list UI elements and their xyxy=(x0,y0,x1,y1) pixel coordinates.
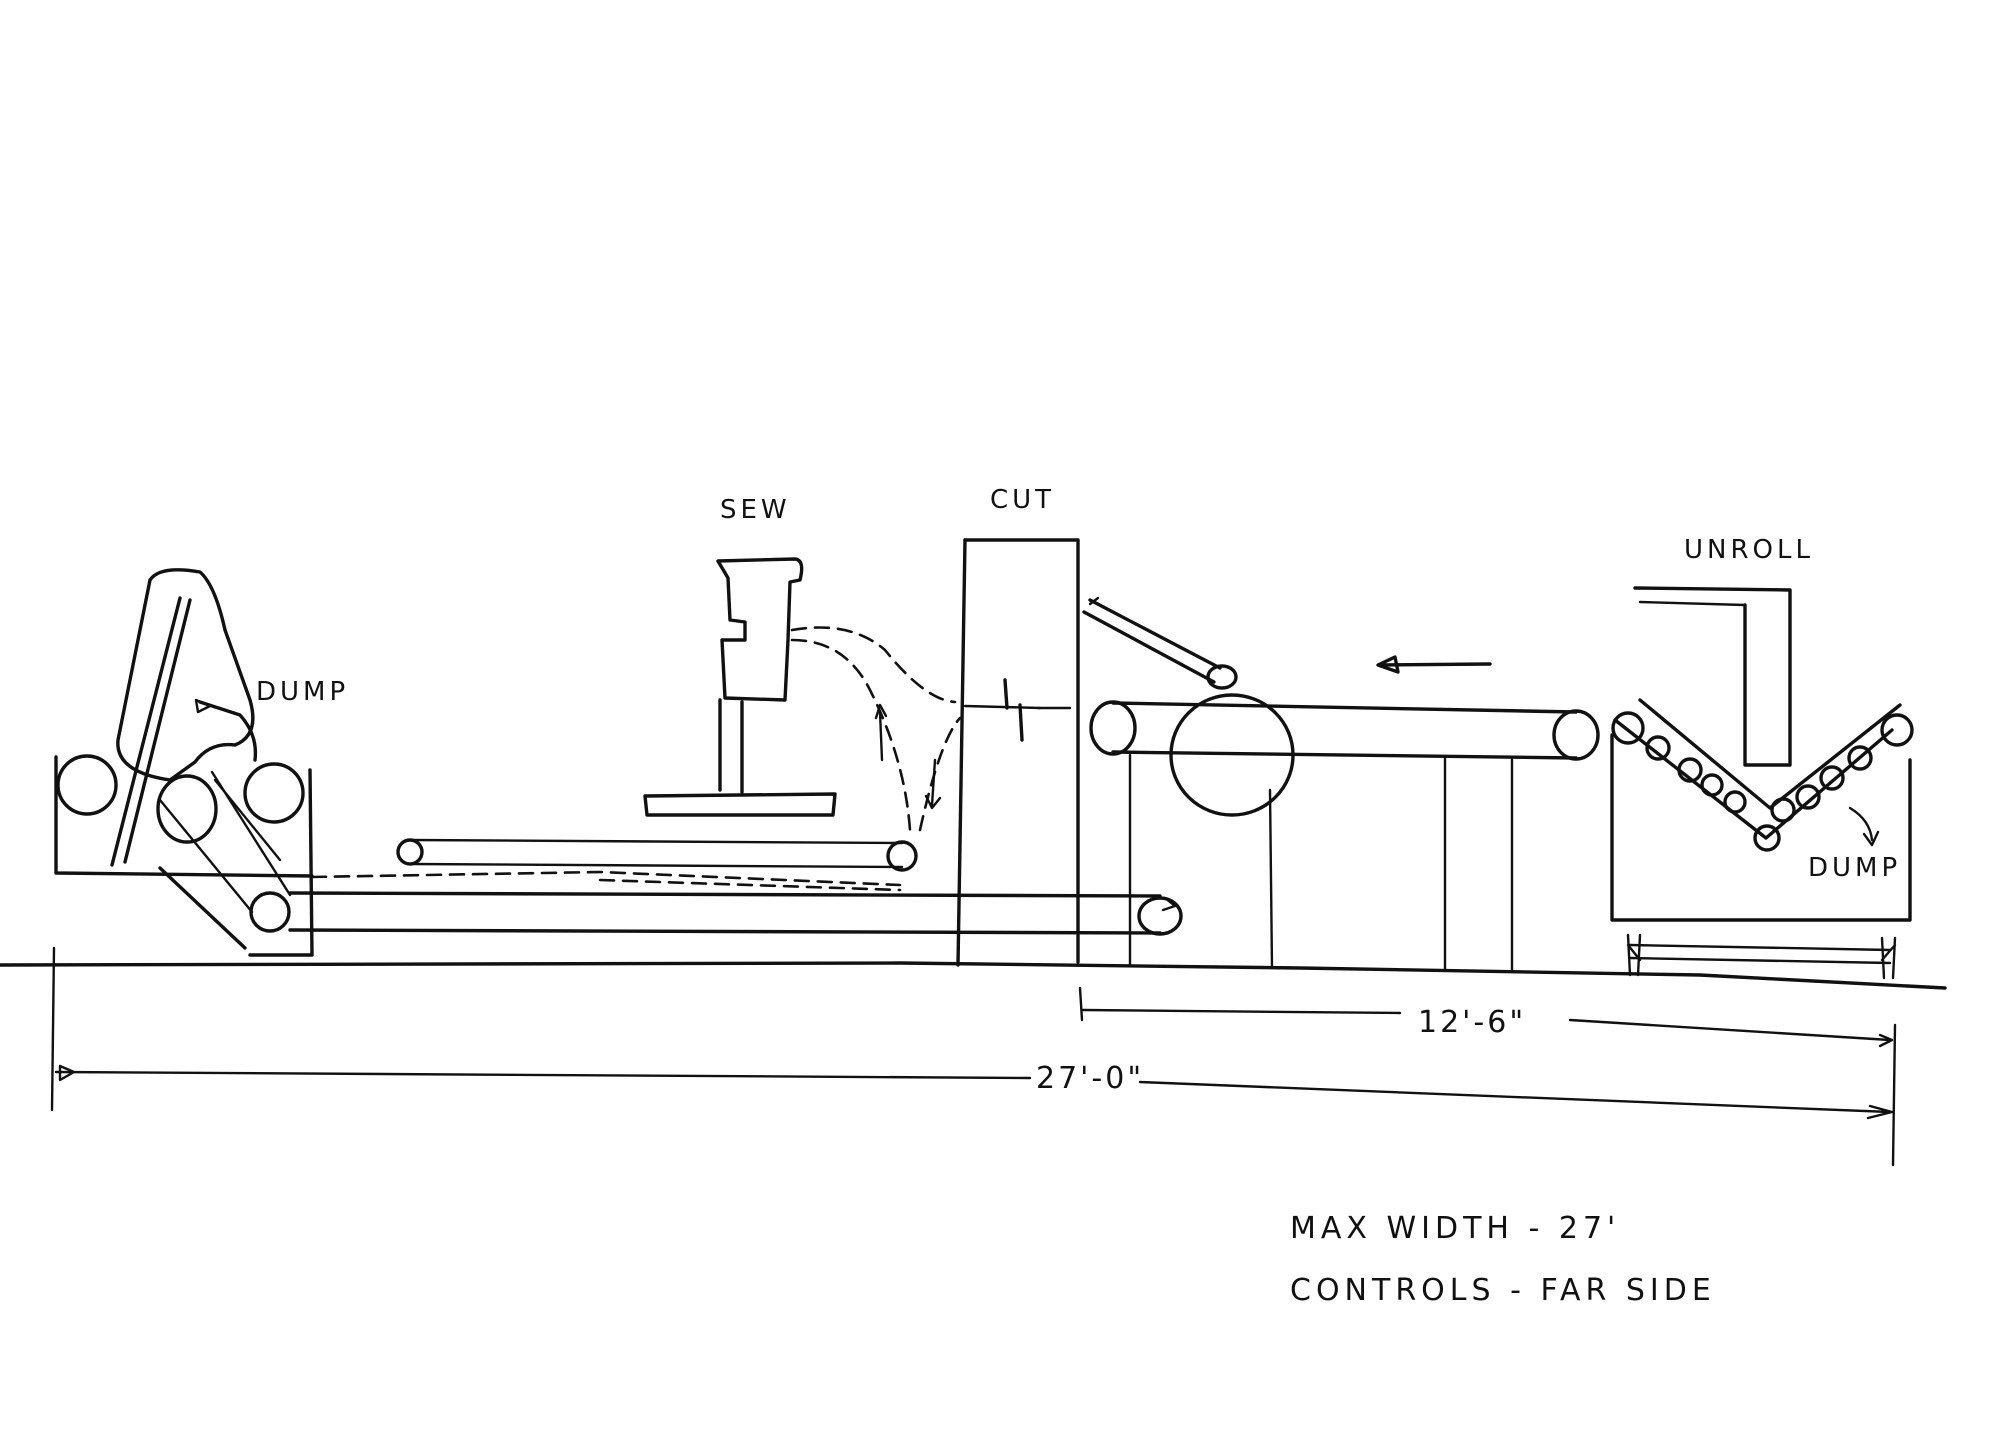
note-max-width: MAX WIDTH - 27' xyxy=(1290,1211,1620,1246)
middle-table xyxy=(1082,596,1600,974)
direction-arrow xyxy=(1378,662,1492,667)
dimension-overall: 27'-0" xyxy=(1036,1061,1144,1096)
roller xyxy=(243,762,305,824)
label-cut: CUT xyxy=(990,485,1055,515)
roller xyxy=(56,754,118,816)
dimension-lines xyxy=(50,946,1897,1167)
note-controls: CONTROLS - FAR SIDE xyxy=(1290,1273,1716,1308)
label-unroll: UNROLL xyxy=(1684,535,1814,565)
dimension-partial: 12'-6" xyxy=(1418,1005,1526,1040)
unroll-station xyxy=(1610,586,1914,980)
lower-conveyor xyxy=(288,891,1183,936)
left-dump-unit xyxy=(54,568,314,957)
sew-station xyxy=(643,557,962,832)
arrow-head xyxy=(1376,655,1400,674)
material-roll xyxy=(1169,693,1295,817)
label-sew: SEW xyxy=(720,495,791,525)
roller xyxy=(156,774,218,844)
label-dump-right: DUMP xyxy=(1808,853,1901,883)
label-dump-left: DUMP xyxy=(256,677,349,707)
cut-station xyxy=(956,538,1080,967)
floor-line xyxy=(0,961,1947,990)
upper-conveyor xyxy=(310,838,918,892)
roller xyxy=(249,891,291,933)
